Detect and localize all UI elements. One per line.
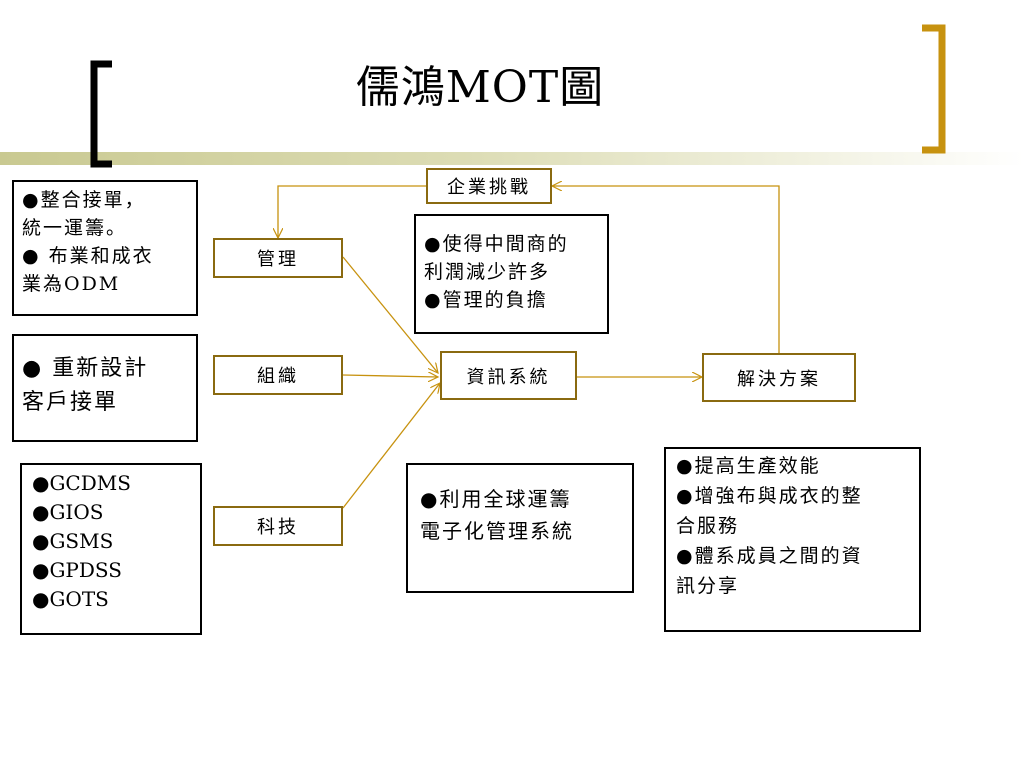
node-info-system: 資訊系統 — [440, 351, 577, 400]
node-solution: 解決方案 — [702, 353, 856, 402]
edge-management-to-info — [342, 256, 438, 373]
left-bracket — [90, 60, 112, 168]
list-item: ●GOTS — [32, 587, 109, 611]
edge-technology-to-info — [342, 383, 440, 509]
node-organization: 組織 — [213, 355, 343, 395]
note-redesign: ● 重新設計 客戶接單 — [12, 334, 198, 442]
page-title: 儒鴻MOT圖 — [355, 62, 605, 113]
note-middleman: ●使得中間商的 利潤減少許多 ●管理的負擔 — [414, 214, 609, 334]
edge-challenge-to-management — [278, 185, 426, 238]
node-challenge: 企業挑戰 — [426, 168, 552, 204]
title-band — [0, 152, 1024, 165]
note-global: ●利用全球運籌 電子化管理系統 — [406, 463, 634, 593]
edge-solution-to-challenge — [552, 186, 780, 353]
list-item: ●GCDMS — [32, 471, 131, 495]
note-integrate: ●整合接單， 統一運籌。 ● 布業和成衣 業為ODM — [12, 180, 198, 316]
list-item: ●GPDSS — [32, 558, 122, 582]
list-item: ●GIOS — [32, 500, 104, 524]
list-item: ●GSMS — [32, 529, 114, 553]
note-benefits: ●提高生產效能 ●增強布與成衣的整 合服務 ●體系成員之間的資 訊分享 — [664, 447, 921, 632]
node-technology: 科技 — [213, 506, 343, 546]
right-bracket — [922, 24, 946, 154]
edge-organization-to-info — [342, 375, 438, 377]
node-management: 管理 — [213, 238, 343, 278]
note-systems: ●GCDMS ●GIOS ●GSMS ●GPDSS ●GOTS — [20, 463, 202, 635]
